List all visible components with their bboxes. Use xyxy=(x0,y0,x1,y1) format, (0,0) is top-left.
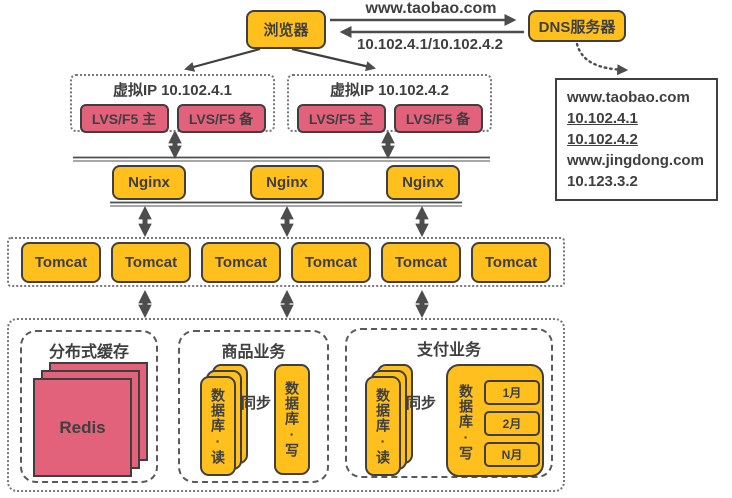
payment-shard-month-1: 1月 xyxy=(484,380,540,405)
dns-row-domain-taobao: www.taobao.com xyxy=(567,89,690,106)
payment-shard-month-n: N月 xyxy=(484,442,540,467)
cache-group-title: 分布式缓存 xyxy=(48,344,129,361)
product-write-db-label: 数据库·写 xyxy=(284,381,300,458)
vip-group-1: 虚拟IP 10.102.4.1 LVS/F5 主 LVS/F5 备 xyxy=(70,74,275,133)
browser-node: 浏览器 xyxy=(246,10,326,49)
nginx-node-1: Nginx xyxy=(112,165,186,200)
tomcat-node-5: Tomcat xyxy=(381,241,461,283)
dns-server-label: DNS服务器 xyxy=(538,18,616,36)
vip-group-2: 虚拟IP 10.102.4.2 LVS/F5 主 LVS/F5 备 xyxy=(287,74,492,133)
dns-server-node: DNS服务器 xyxy=(528,10,626,42)
tomcat-node-3: Tomcat xyxy=(201,241,281,283)
tomcat-node-1: Tomcat xyxy=(21,241,101,283)
dns-lookup-table: www.taobao.com 10.102.4.1 10.102.4.2 www… xyxy=(555,78,718,201)
payment-sync-label: 同步 xyxy=(405,395,436,412)
lvs-backup-node-1: LVS/F5 备 xyxy=(176,104,266,133)
product-group-title: 商品业务 xyxy=(221,344,286,361)
lvs-master-node-1: LVS/F5 主 xyxy=(79,104,169,133)
lvs-master-node-2: LVS/F5 主 xyxy=(296,104,386,133)
product-write-db-node: 数据库·写 xyxy=(274,364,310,475)
dns-row-ip-3: 10.123.3.2 xyxy=(567,173,638,190)
dns-response-label: 10.102.4.1/10.102.4.2 xyxy=(357,36,503,53)
lvs-backup-node-2: LVS/F5 备 xyxy=(393,104,483,133)
product-read-db-label: 数据库·读 xyxy=(210,387,226,465)
product-read-db-node: 数据库·读 xyxy=(200,376,236,476)
nginx-node-2: Nginx xyxy=(250,165,324,200)
payment-read-db-node: 数据库·读 xyxy=(365,376,401,476)
product-sync-label: 同步 xyxy=(240,395,271,412)
payment-shard-month-2: 2月 xyxy=(484,411,540,436)
tomcat-node-2: Tomcat xyxy=(111,241,191,283)
dns-row-ip-1: 10.102.4.1 xyxy=(567,110,638,127)
payment-group: 支付业务 数据库·读 同步 数据库·写 1月 2月 N月 xyxy=(345,328,553,478)
payment-write-db-label: 数据库·写 xyxy=(458,384,474,461)
nginx-node-3: Nginx xyxy=(386,165,460,200)
tomcat-node-6: Tomcat xyxy=(471,241,551,283)
browser-label: 浏览器 xyxy=(263,22,309,39)
payment-read-db-label: 数据库·读 xyxy=(375,387,391,465)
product-group: 商品业务 数据库·读 同步 数据库·写 xyxy=(178,330,329,483)
vip-group-2-title: 虚拟IP 10.102.4.2 xyxy=(330,82,449,99)
dns-row-ip-2: 10.102.4.2 xyxy=(567,131,638,148)
tomcat-node-4: Tomcat xyxy=(291,241,371,283)
vip-group-1-title: 虚拟IP 10.102.4.1 xyxy=(113,82,232,99)
dns-request-label: www.taobao.com xyxy=(365,0,497,17)
browser-to-vip1-arrow xyxy=(184,47,261,72)
dns-row-domain-jingdong: www.jingdong.com xyxy=(567,152,704,169)
redis-node: Redis xyxy=(33,378,132,477)
payment-group-title: 支付业务 xyxy=(416,342,481,359)
payment-write-db-node: 数据库·写 1月 2月 N月 xyxy=(446,364,544,477)
dns-to-table-dotted-arrow xyxy=(575,42,629,76)
cache-group: 分布式缓存 Redis xyxy=(20,330,158,483)
payment-write-db-label-wrap: 数据库·写 xyxy=(454,366,478,479)
tomcat-tier-container: Tomcat Tomcat Tomcat Tomcat Tomcat Tomca… xyxy=(7,237,565,287)
